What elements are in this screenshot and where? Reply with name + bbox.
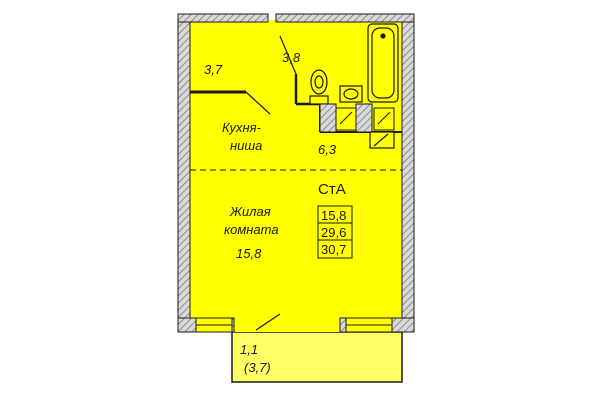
kitchen-area-label: 6,3	[318, 142, 337, 157]
kitchen-name-line1: Кухня-	[222, 120, 262, 135]
bathroom-fixtures	[309, 23, 399, 149]
walls	[177, 13, 415, 333]
balcony-area-label: 1,1	[240, 342, 258, 357]
living-name-line1: Жилая	[229, 204, 271, 219]
entry-area-label: 3,7	[204, 62, 223, 77]
area-with-balcony-value: 30,7	[321, 242, 346, 257]
area-living-value: 15,8	[321, 208, 346, 223]
apartment-floor	[190, 20, 402, 332]
balcony-area	[231, 331, 403, 383]
sink-icon	[339, 85, 363, 103]
doors	[245, 35, 297, 331]
area-total-value: 29,6	[321, 225, 346, 240]
living-area-label: 15,8	[236, 246, 262, 261]
area-box	[317, 205, 353, 259]
bathroom-area-label: 3,8	[282, 50, 301, 65]
balcony-area-paren-label: (3,7)	[244, 360, 271, 375]
shaft-icon	[369, 131, 395, 149]
toilet-icon	[309, 69, 329, 105]
apartment-type-label: СтА	[318, 181, 346, 198]
living-name-line2: комната	[224, 222, 279, 237]
service-shafts	[319, 103, 395, 133]
kitchen-name-line2: ниша	[230, 138, 262, 153]
